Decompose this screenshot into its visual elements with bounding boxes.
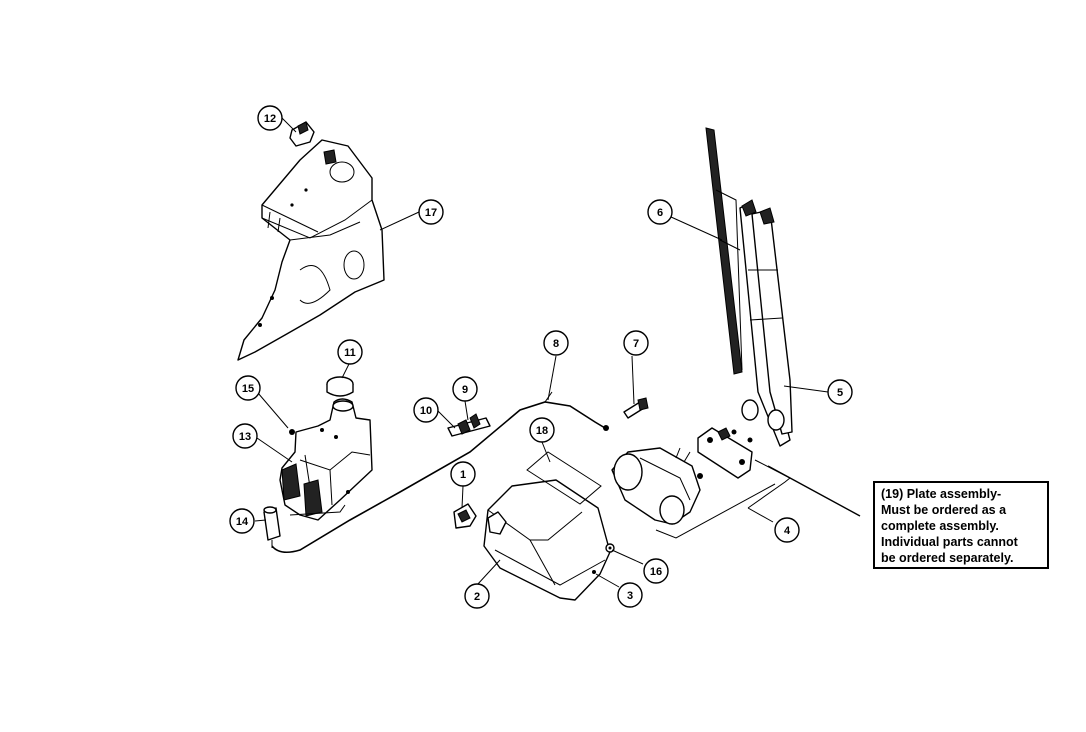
callout-2: 2 [464,583,490,609]
callout-7: 7 [623,330,649,356]
cowl-panel-part [237,139,385,361]
callout-label: 12 [264,113,276,125]
callout-label: 8 [553,338,559,350]
callout-label: 4 [784,525,791,537]
callout-label: 9 [462,384,468,396]
callout-18: 18 [529,417,555,443]
note-line: (19) Plate assembly- [881,487,1002,501]
callout-label: 17 [425,207,437,219]
callout-label: 16 [650,566,662,578]
washer-jet-part [447,413,491,437]
callout-label: 13 [239,431,251,443]
bolt-part [603,397,649,431]
callout-4: 4 [774,517,800,543]
callout-label: 7 [633,338,639,350]
washer-pump-part [263,506,281,548]
callout-label: 10 [420,405,432,417]
wiper-blade-part [705,127,743,375]
callout-label: 14 [236,516,249,528]
callout-label: 6 [657,207,663,219]
callout-17: 17 [418,199,444,225]
callout-label: 2 [474,591,480,603]
callout-9: 9 [452,376,478,402]
washer-reservoir-part [279,398,373,521]
callout-16: 16 [643,558,669,584]
callout-6: 6 [647,199,673,225]
callout-label: 18 [536,425,548,437]
note-line: complete assembly. [881,519,999,533]
cover-part [483,479,611,601]
note-line: be ordered separately. [881,551,1014,565]
motor-plate-part [655,427,861,539]
callout-10: 10 [413,397,439,423]
callout-label: 1 [460,469,466,481]
callout-8: 8 [543,330,569,356]
callout-label: 5 [837,387,843,399]
plate-assembly-note: (19) Plate assembly- Must be ordered as … [873,481,1049,569]
callout-14: 14 [229,508,255,534]
callout-1: 1 [450,461,476,487]
screw-15-part [289,429,295,435]
callout-15: 15 [235,375,261,401]
callout-3: 3 [617,582,643,608]
wiper-motor-part [611,447,703,525]
wiper-switch-part [453,503,477,529]
note-line: Must be ordered as a [881,503,1007,517]
callout-13: 13 [232,423,258,449]
callout-label: 3 [627,590,633,602]
callout-12: 12 [257,105,283,131]
clip-part [289,121,315,147]
callout-label: 15 [242,383,254,395]
callout-11: 11 [337,339,363,365]
reservoir-cap-part [326,376,354,397]
wiper-arm-part [731,199,793,447]
callout-5: 5 [827,379,853,405]
note-line: Individual parts cannot [881,535,1018,549]
callout-label: 11 [344,347,356,359]
label-part [526,451,602,505]
